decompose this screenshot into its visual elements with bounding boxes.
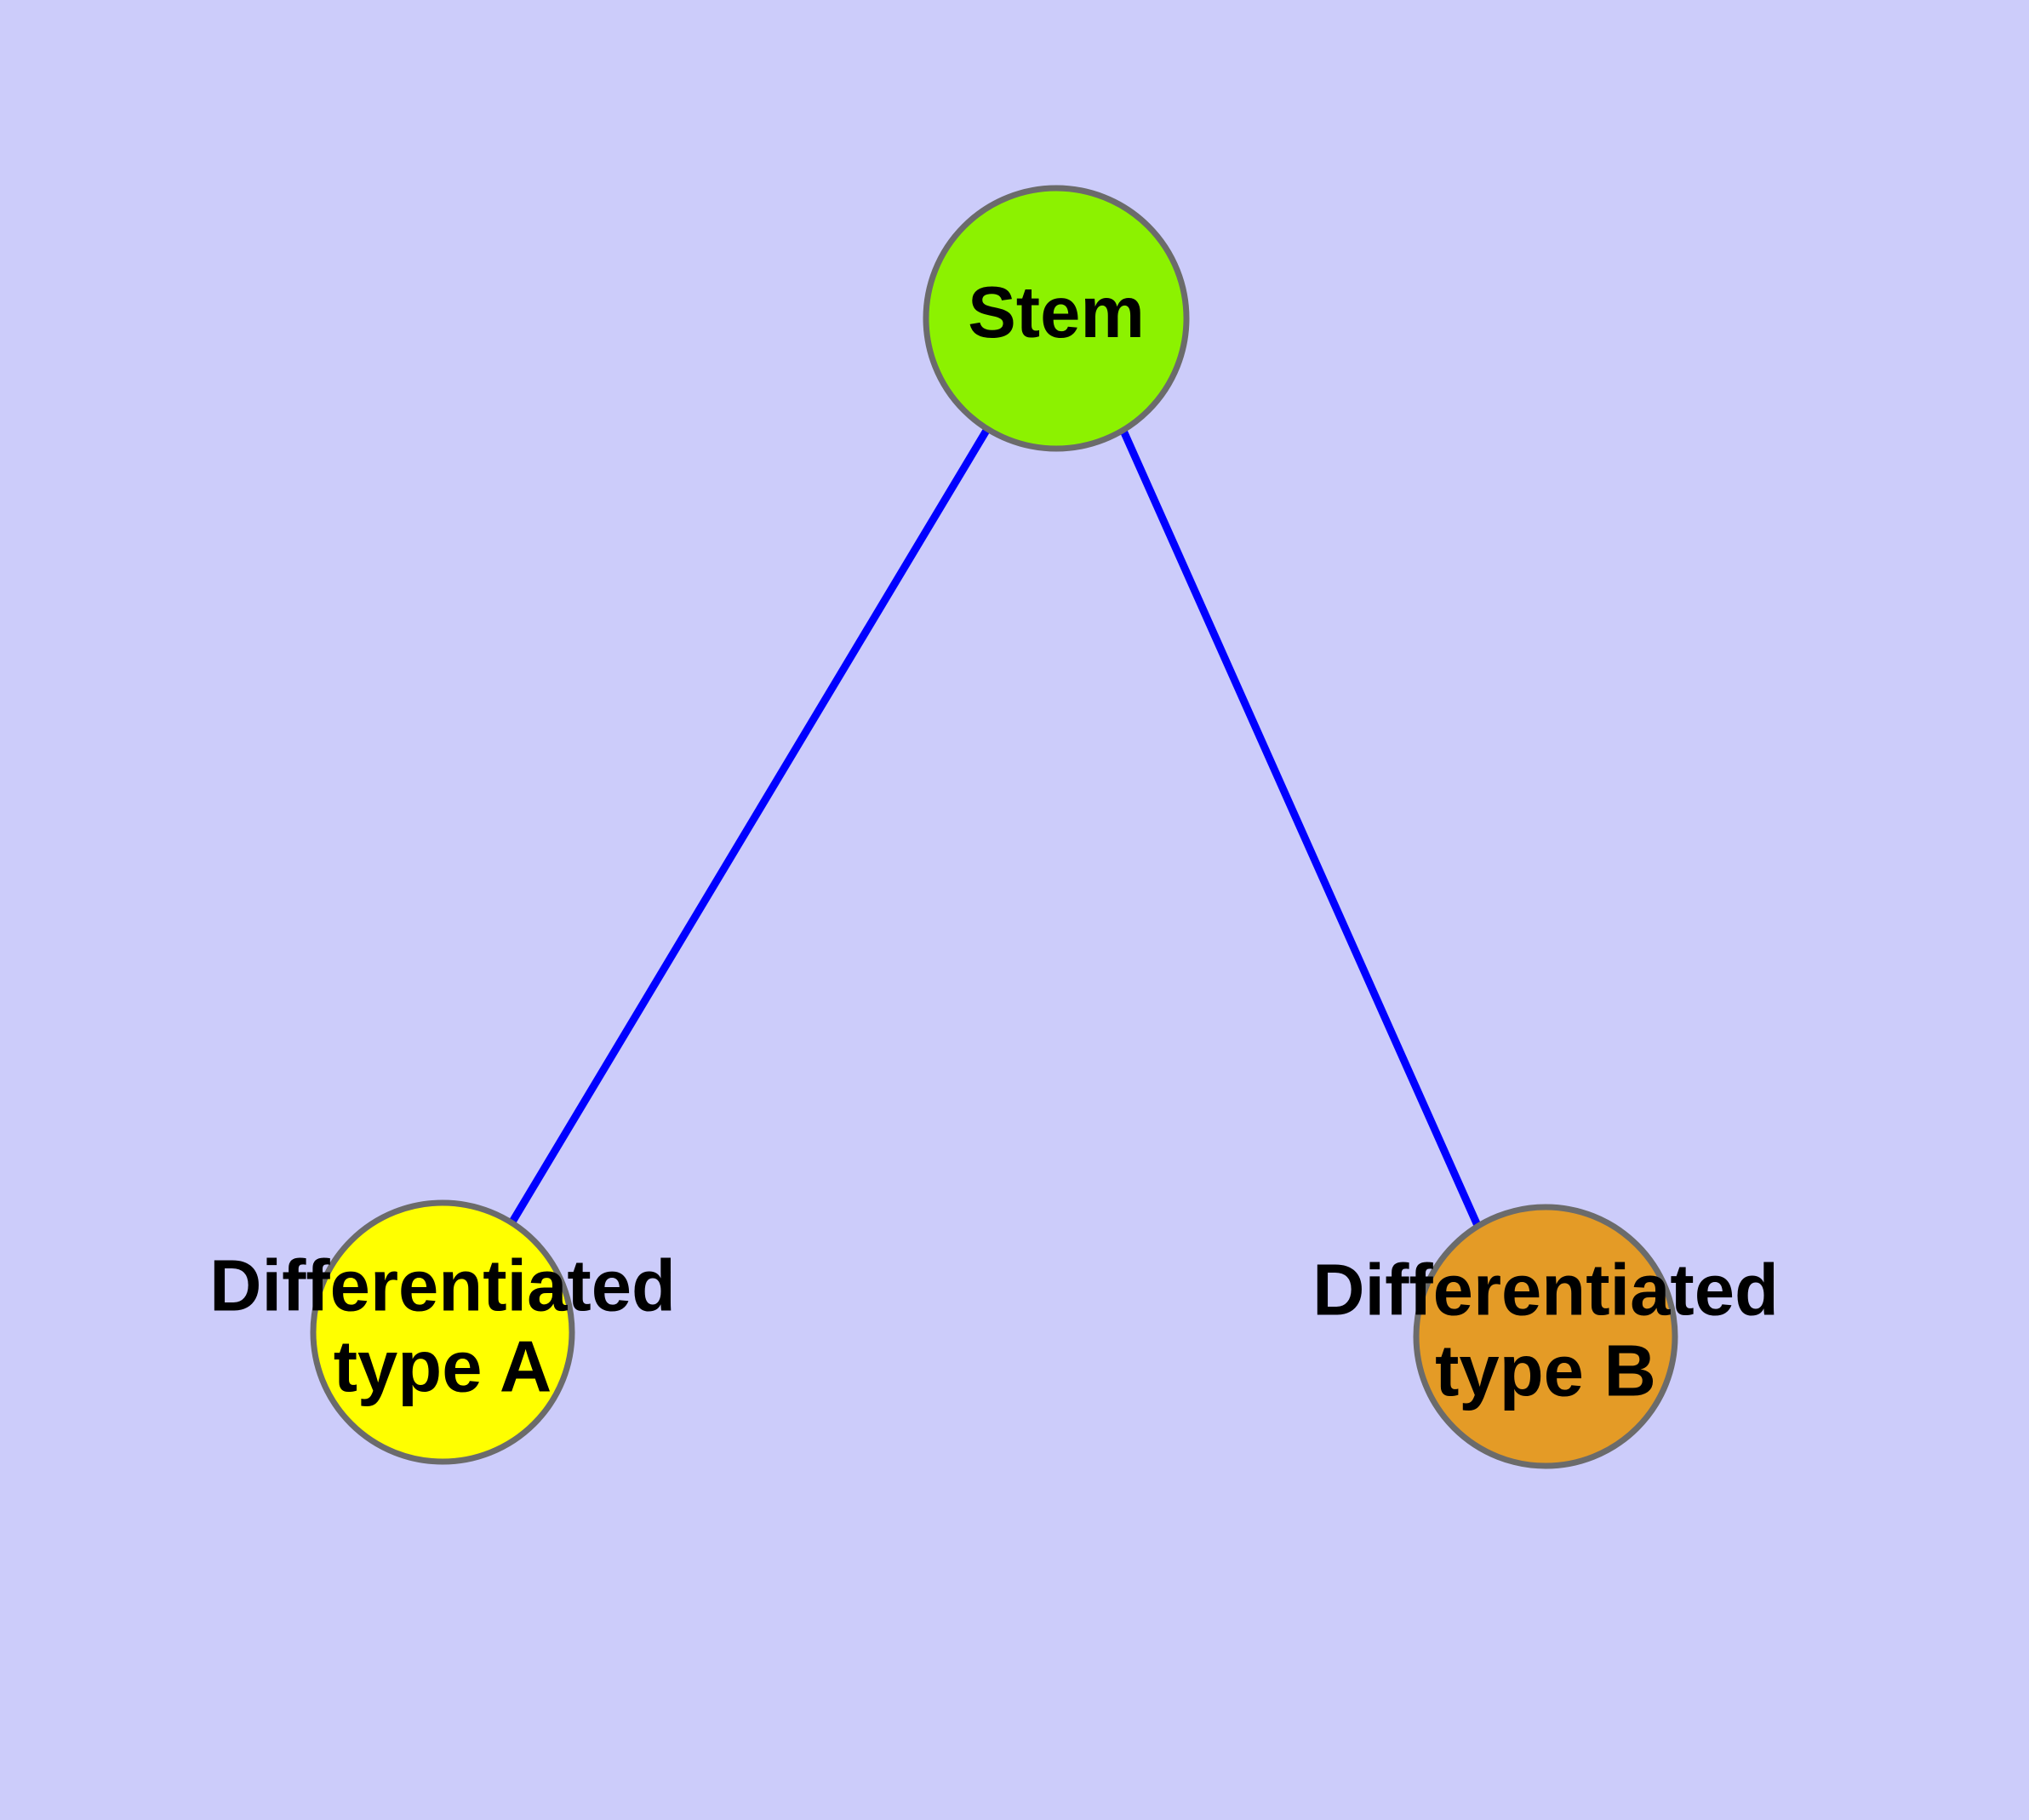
edges-group — [508, 426, 1483, 1231]
edge-stem-to-type-b[interactable] — [1119, 429, 1483, 1231]
edge-stem-to-type-a[interactable] — [508, 426, 991, 1226]
node-label-line: type A — [334, 1327, 552, 1408]
node-label-line: Differentiated — [209, 1246, 676, 1327]
node-differentiated-type-b[interactable] — [1413, 1204, 1678, 1469]
node-differentiated-type-a[interactable] — [310, 1199, 575, 1465]
node-label-line: Differentiated — [1312, 1251, 1779, 1331]
node-label-line: type B — [1435, 1331, 1656, 1412]
node-label-line: Stem — [968, 272, 1145, 353]
node-label-stem: Stem — [968, 272, 1145, 353]
node-stem[interactable] — [923, 185, 1190, 452]
nodes-group — [310, 185, 1678, 1469]
